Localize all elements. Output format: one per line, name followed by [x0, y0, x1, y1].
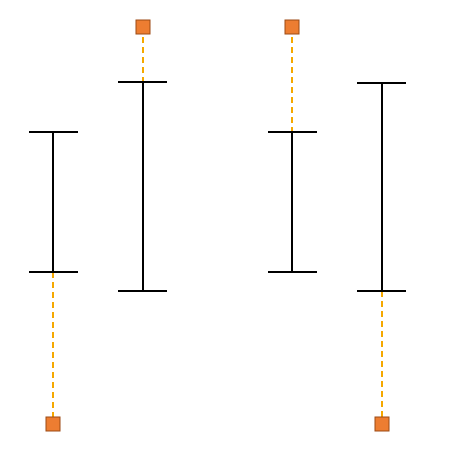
range-bar-2 [118, 81, 167, 292]
square-handle-icon[interactable] [135, 19, 151, 35]
range-bar-1 [29, 131, 78, 273]
handles [45, 19, 390, 432]
square-handle-icon[interactable] [45, 416, 61, 432]
square-handle-icon[interactable] [374, 416, 390, 432]
connectors [52, 27, 383, 424]
square-handle-icon[interactable] [284, 19, 300, 35]
range-bar-4 [357, 82, 406, 292]
range-bar-3 [268, 131, 317, 273]
